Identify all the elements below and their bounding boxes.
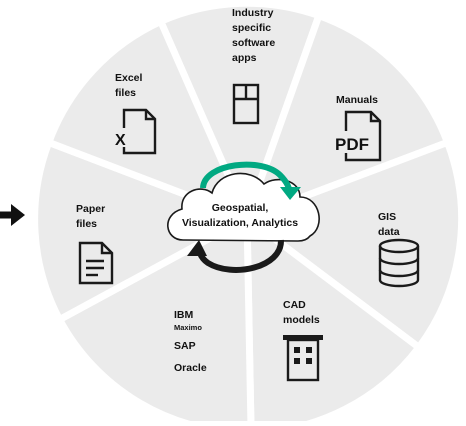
gis-label-2: data [378, 226, 400, 238]
paper-label-2: files [76, 218, 97, 230]
industry-label-1: Industry [232, 7, 274, 19]
excel-files-group: Excel files X [112, 72, 157, 155]
excel-label-2: files [115, 87, 136, 99]
erp-group: IBM Maximo SAP Oracle [174, 309, 207, 374]
pdf-icon-letters: PDF [335, 135, 369, 154]
center-title-line-1: Geospatial, [212, 202, 269, 214]
segment-industry [156, 0, 324, 228]
green-arrowhead-icon [280, 187, 301, 200]
excel-icon-letter: X [115, 132, 126, 149]
paper-files-group: Paper files [76, 203, 114, 285]
gis-label-1: GIS [378, 211, 396, 223]
oracle-label: Oracle [174, 362, 207, 374]
cad-group: CAD models [283, 299, 323, 382]
sap-label: SAP [174, 340, 196, 352]
industry-label-2: specific [232, 22, 271, 34]
wheel-segments [31, 0, 466, 426]
document-icon [78, 241, 114, 285]
industry-label-3: software [232, 37, 275, 49]
building-icon [283, 335, 323, 382]
paper-label-1: Paper [76, 203, 105, 215]
maximo-label: Maximo [174, 323, 202, 332]
database-icon [378, 238, 420, 288]
app-window-icon [232, 83, 260, 125]
excel-label-1: Excel [115, 72, 143, 84]
industry-label-4: apps [232, 52, 257, 64]
segment-erp [54, 212, 255, 426]
cad-label-1: CAD [283, 299, 306, 311]
manuals-group: Manuals PDF [334, 94, 382, 162]
black-arrowhead-icon [187, 240, 207, 256]
center-title-line-2: Visualization, Analytics [182, 217, 298, 229]
manuals-label: Manuals [336, 94, 378, 106]
segment-cad [243, 210, 424, 426]
cad-label-2: models [283, 314, 320, 326]
excel-document-icon: X [112, 108, 157, 155]
industry-apps-group: Industry specific software apps [232, 7, 275, 125]
segment-gis [239, 137, 466, 353]
segment-manuals [241, 11, 453, 224]
center-cloud: Geospatial, Visualization, Analytics [167, 161, 320, 273]
input-arrow-icon [0, 204, 25, 226]
gis-group: GIS data [378, 211, 420, 288]
ibm-label: IBM [174, 309, 194, 321]
pdf-document-icon: PDF [334, 110, 382, 162]
cloud-shape [167, 172, 320, 242]
